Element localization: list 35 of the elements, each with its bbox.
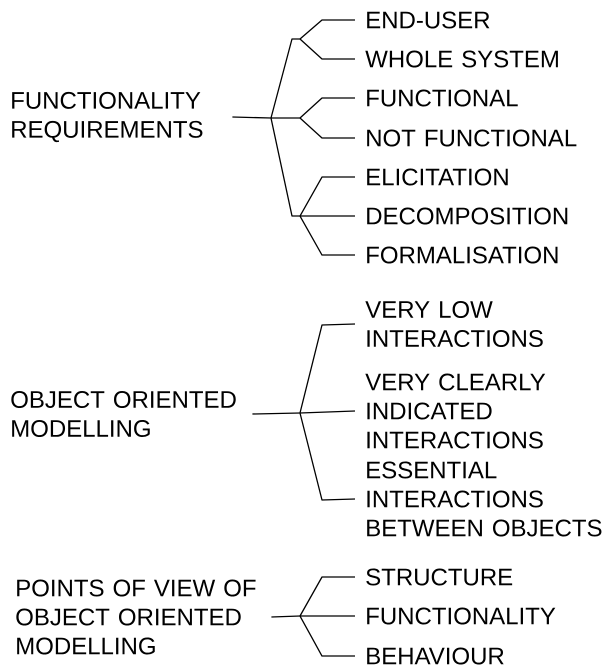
- tree-branch: [299, 216, 355, 256]
- tree-branch: [299, 323, 356, 414]
- tree-branch: [299, 412, 356, 501]
- tree-branch: [300, 19, 355, 40]
- tree-branch: [300, 97, 355, 118]
- tree-branch: [300, 410, 356, 414]
- branch-label: FORMALISATION: [367, 246, 558, 264]
- branch-label: ESSENTIAL INTERACTIONS BETWEEN OBJECTS: [367, 462, 602, 536]
- tree-branch: [300, 615, 355, 617]
- topic-label: POINTS OF VIEW OF OBJECT ORIENTED MODELLING: [16, 580, 256, 654]
- branch-label: BEHAVIOUR: [367, 648, 504, 664]
- branch-label: DECOMPOSITION: [367, 208, 568, 224]
- topic-label: OBJECT ORIENTED MODELLING: [11, 391, 236, 437]
- branch-label: FUNCTIONAL: [367, 90, 518, 106]
- branch-label: VERY LOW INTERACTIONS: [365, 301, 543, 347]
- branch-label: STRUCTURE: [366, 568, 512, 586]
- tree-branch: [252, 412, 300, 415]
- branch-label: NOT FUNCTIONAL: [367, 130, 576, 146]
- tree-branch: [271, 615, 300, 618]
- tree-branch: [299, 176, 355, 216]
- tree-branch: [300, 215, 355, 217]
- tree-branch: [271, 117, 300, 119]
- topic-label: FUNCTIONALITY REQUIREMENTS: [12, 92, 202, 142]
- branch-label: END-USER: [367, 12, 490, 28]
- tree-branch: [270, 118, 300, 217]
- tree-branch: [300, 38, 355, 60]
- tree-branch: [299, 576, 355, 616]
- branch-label: FUNCTIONALITY: [367, 608, 556, 624]
- tree-branch: [232, 116, 272, 119]
- branch-label: WHOLE SYSTEM: [365, 50, 558, 68]
- tree-branch: [299, 616, 355, 657]
- tree-branch: [270, 38, 300, 118]
- branch-label: VERY CLEARLY INDICATED INTERACTIONS: [365, 374, 546, 448]
- tree-branch: [300, 118, 355, 139]
- branch-label: ELICITATION: [367, 168, 508, 186]
